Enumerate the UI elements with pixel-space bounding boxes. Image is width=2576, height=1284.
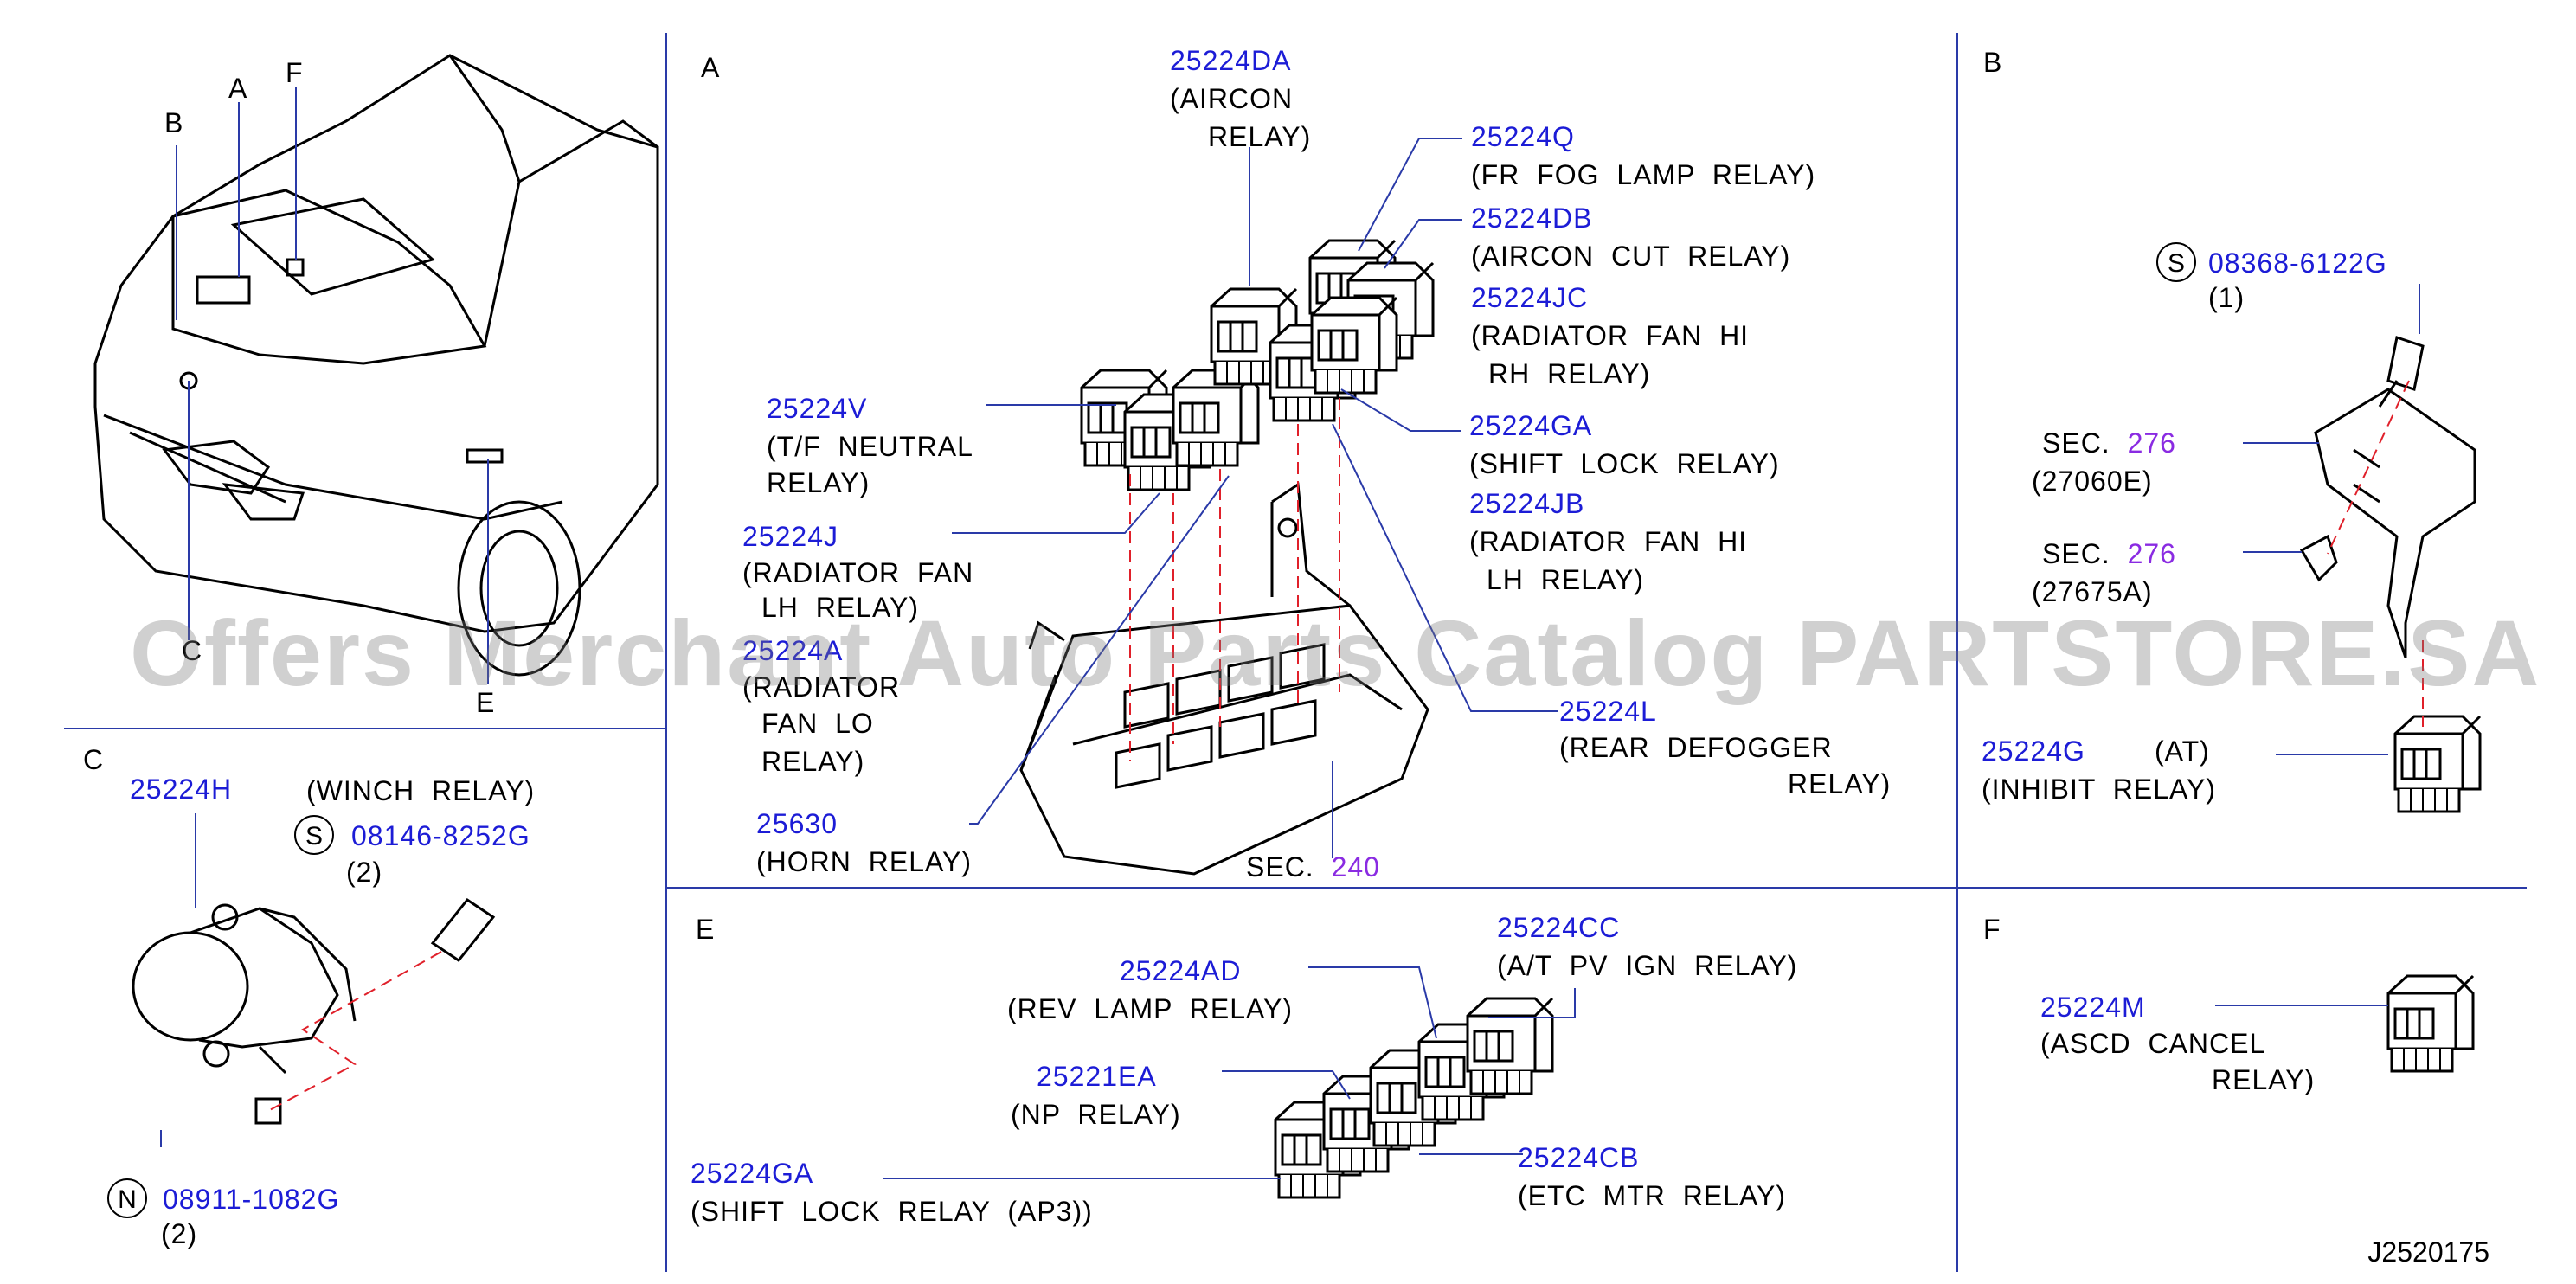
part-number-25224A[interactable]: 25224A: [742, 635, 844, 666]
part-name-etc-mtr-relay: (ETC MTR RELAY): [1518, 1180, 1786, 1211]
part-number-25224CC[interactable]: 25224CC: [1497, 912, 1621, 943]
part-name-radiator-fan-hi-lh-2: LH RELAY): [1487, 564, 1645, 595]
part-name-radiator-fan-hi-lh-1: (RADIATOR FAN HI: [1469, 526, 1748, 557]
part-name-aircon-relay-2: RELAY): [1208, 121, 1312, 152]
part-name-radiator-fan-lh-2: LH RELAY): [761, 592, 920, 623]
part-number-25630[interactable]: 25630: [756, 808, 838, 839]
relays-e: [1274, 997, 1554, 1199]
part-name-np-relay: (NP RELAY): [1011, 1099, 1181, 1130]
part-name-ascd-cancel-1: (ASCD CANCEL: [2040, 1028, 2266, 1059]
leader-lines-a: [952, 138, 1558, 858]
part-name-inhibit-relay: (INHIBIT RELAY): [1982, 774, 2216, 805]
sec-number-276-a[interactable]: 276: [2127, 427, 2176, 459]
part-name-tf-neutral-2: RELAY): [767, 467, 870, 498]
part-number-25224GA-e[interactable]: 25224GA: [691, 1158, 814, 1189]
sec-label-a: SEC. 240: [1246, 851, 1380, 883]
part-number-25224G[interactable]: 25224G: [1982, 735, 2085, 767]
part-number-08146-8252G[interactable]: 08146-8252G: [351, 820, 530, 851]
section-dividers: [64, 33, 2527, 1272]
part-name-radiator-fan-hi-rh-1: (RADIATOR FAN HI: [1471, 320, 1750, 351]
part-number-25224AD[interactable]: 25224AD: [1120, 955, 1242, 986]
symbol-s-b: S: [2156, 242, 2196, 282]
sec-number-276-b[interactable]: 276: [2127, 538, 2176, 569]
part-number-25224DA[interactable]: 25224DA: [1170, 45, 1292, 76]
part-number-25224JC[interactable]: 25224JC: [1471, 282, 1589, 313]
part-name-fr-fog-lamp-relay: (FR FOG LAMP RELAY): [1471, 159, 1816, 190]
part-name-radiator-fan-lh-1: (RADIATOR FAN: [742, 557, 974, 588]
part-name-shift-lock-relay-a: (SHIFT LOCK RELAY): [1469, 448, 1780, 479]
section-label-a: A: [701, 52, 720, 83]
section-label-c: C: [83, 744, 104, 775]
relays-a: [1080, 239, 1435, 491]
winch-relay: [132, 903, 357, 1075]
vehicle-callout-a: A: [228, 73, 248, 104]
part-number-25221EA[interactable]: 25221EA: [1037, 1061, 1157, 1092]
vehicle-callout-b: B: [164, 107, 184, 138]
qty-08911-1082G: (2): [161, 1218, 198, 1249]
vehicle-callout-e: E: [476, 687, 496, 718]
part-name-ascd-cancel-2: RELAY): [2212, 1064, 2316, 1095]
part-name-aircon-relay-1: (AIRCON: [1170, 83, 1294, 114]
dashed-guides-a: [1129, 398, 1340, 761]
part-name-radiator-fan-hi-rh-2: RH RELAY): [1488, 358, 1651, 389]
part-number-25224GA-a[interactable]: 25224GA: [1469, 410, 1593, 441]
vehicle-callout-f: F: [286, 57, 304, 88]
part-number-08368-6122G[interactable]: 08368-6122G: [2208, 247, 2387, 279]
part-name-radiator-fan-lo-2: FAN LO: [761, 708, 874, 739]
part-note-at: (AT): [2155, 735, 2210, 767]
part-name-rear-defogger-1: (REAR DEFOGGER: [1559, 732, 1833, 763]
qty-08368-6122G: (1): [2208, 282, 2245, 313]
part-name-rev-lamp-relay: (REV LAMP RELAY): [1007, 993, 1294, 1024]
part-number-08911-1082G[interactable]: 08911-1082G: [163, 1184, 340, 1215]
section-label-f: F: [1983, 914, 2001, 945]
part-name-radiator-fan-lo-3: RELAY): [761, 746, 865, 777]
vehicle-callout-lines: [176, 87, 489, 684]
part-name-rear-defogger-2: RELAY): [1788, 768, 1892, 799]
qty-08146-8252G: (2): [346, 857, 383, 888]
part-name-at-pv-ign-relay: (A/T PV IGN RELAY): [1497, 950, 1798, 981]
section-label-b: B: [1983, 47, 2002, 78]
vehicle-callout-c: C: [182, 635, 203, 666]
sec-ref-27060E: (27060E): [2032, 465, 2153, 497]
sec-ref-27675A: (27675A): [2032, 576, 2153, 607]
part-number-25224L[interactable]: 25224L: [1559, 696, 1657, 727]
part-number-25224M[interactable]: 25224M: [2040, 992, 2146, 1023]
sec-276-b: SEC. 276: [2042, 538, 2176, 569]
watermark: Offers Merchant Auto Parts Catalog PARTS…: [130, 600, 2541, 705]
part-name-radiator-fan-lo-1: (RADIATOR: [742, 671, 901, 703]
section-label-e: E: [696, 914, 715, 945]
part-number-25224V[interactable]: 25224V: [767, 393, 868, 424]
part-number-25224DB[interactable]: 25224DB: [1471, 202, 1593, 234]
sec-number-240[interactable]: 240: [1331, 851, 1380, 883]
part-name-horn-relay: (HORN RELAY): [756, 846, 972, 877]
part-name-tf-neutral-1: (T/F NEUTRAL: [767, 431, 973, 462]
part-number-25224J[interactable]: 25224J: [742, 521, 838, 552]
vehicle-overview: [93, 54, 659, 677]
symbol-s-c: S: [294, 815, 334, 855]
part-name-shift-lock-relay-ap3: (SHIFT LOCK RELAY (AP3)): [691, 1196, 1093, 1227]
part-name-winch-relay: (WINCH RELAY): [306, 775, 536, 806]
part-name-aircon-cut-relay: (AIRCON CUT RELAY): [1471, 241, 1791, 272]
part-number-25224Q[interactable]: 25224Q: [1471, 121, 1575, 152]
part-number-25224CB[interactable]: 25224CB: [1518, 1142, 1640, 1173]
sec-276-a: SEC. 276: [2042, 427, 2176, 459]
diagram-code: J2520175: [2367, 1236, 2489, 1268]
symbol-n-c: N: [107, 1178, 147, 1218]
part-number-25224H[interactable]: 25224H: [130, 774, 233, 805]
part-number-25224JB[interactable]: 25224JB: [1469, 488, 1585, 519]
